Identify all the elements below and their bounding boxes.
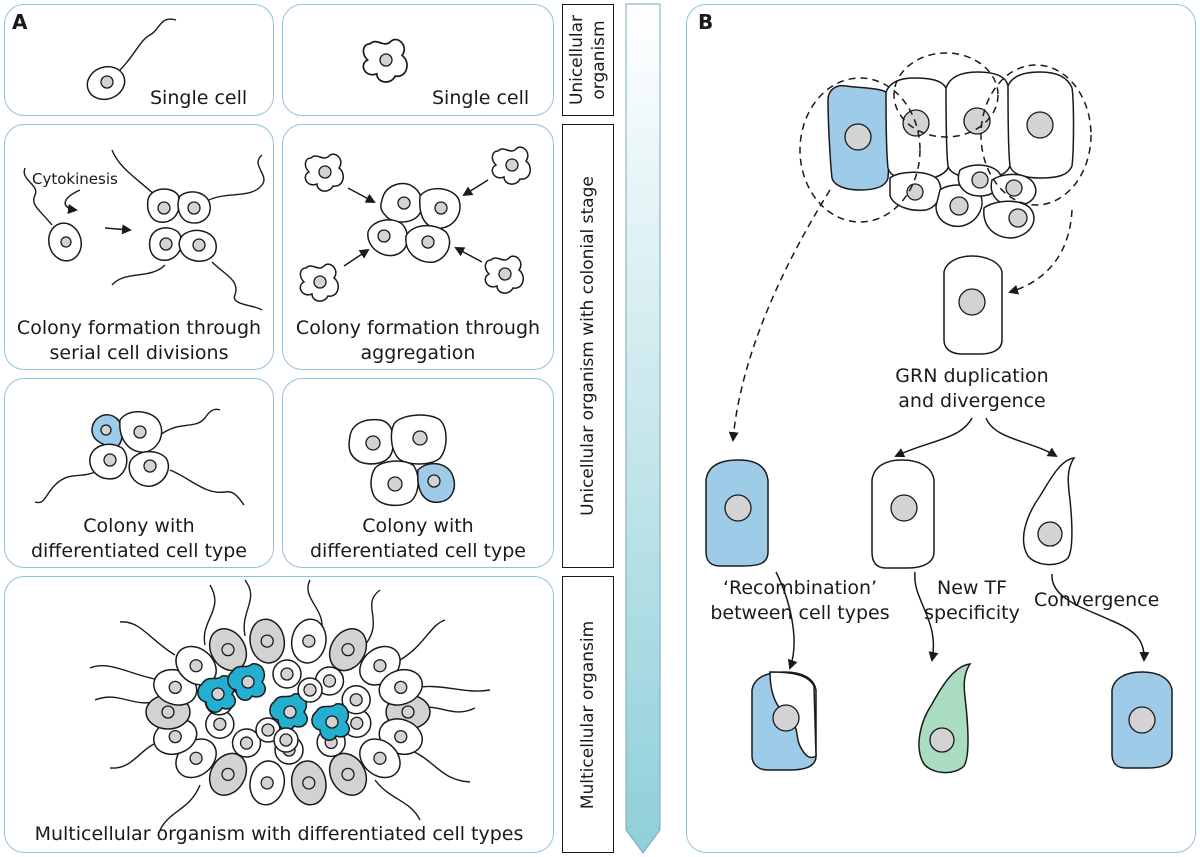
cell-nucleus xyxy=(349,693,363,707)
flagellate-cell xyxy=(86,18,177,101)
multicellular-organism-art xyxy=(89,579,491,831)
cell-nucleus xyxy=(279,733,293,747)
amoeboid-cell xyxy=(362,38,408,83)
serial-division-art xyxy=(23,149,265,311)
panel-single-cell-flagellate xyxy=(4,4,274,116)
aggregation-art xyxy=(299,146,532,302)
recombination-label: ‘Recombination’ between cell types xyxy=(710,577,890,624)
cell-nucleus xyxy=(211,687,225,701)
cell-nucleus xyxy=(168,729,182,744)
panel-b-letter: B xyxy=(698,10,714,34)
cell-nucleus xyxy=(283,705,297,719)
cell-nucleus xyxy=(325,715,339,729)
cell-nucleus xyxy=(221,642,235,657)
colony-aggregation-label: Colony formation through aggregation xyxy=(295,317,541,364)
cell-nucleus xyxy=(241,675,255,689)
cell-nucleus xyxy=(373,659,387,673)
colony-serial-label: Colony formation through serial cell div… xyxy=(16,317,262,364)
cell-nucleus xyxy=(213,717,227,731)
time-arrow xyxy=(625,3,661,854)
colony-diff-label-1: Colony with differentiated cell type xyxy=(30,515,248,562)
stage-multicellular: Multicellular organsim xyxy=(562,576,614,853)
multicellular-label: Multicellular organism with differentiat… xyxy=(34,823,524,845)
cell-nucleus xyxy=(189,659,203,673)
cell-nucleus xyxy=(302,634,316,648)
single-cell-label-2: Single cell xyxy=(432,87,530,109)
cell-nucleus xyxy=(161,705,175,719)
cell-nucleus xyxy=(322,674,337,688)
cell-nucleus xyxy=(221,767,235,782)
cell-nucleus xyxy=(341,767,355,782)
grn-duplication-label: GRN duplication and divergence xyxy=(895,365,1049,412)
cell-nucleus xyxy=(394,729,408,744)
cell-nucleus xyxy=(189,751,203,765)
cell-nucleus xyxy=(303,683,317,697)
new-tf-label: New TF specificity xyxy=(924,577,1020,624)
panel-colony-serial xyxy=(4,124,274,370)
cytokinesis-label: Cytokinesis xyxy=(32,170,118,188)
colony-diff-left-art xyxy=(34,408,245,506)
single-cell-label-1: Single cell xyxy=(150,87,248,109)
cell-nucleus xyxy=(260,634,274,648)
cell-nucleus xyxy=(168,680,182,695)
panel-a-letter: A xyxy=(12,10,28,34)
cell-nucleus xyxy=(239,736,254,750)
cell-nucleus xyxy=(401,705,415,719)
new-tf-cell xyxy=(918,663,972,774)
stage-colonial: Unicellular organism with colonial stage xyxy=(562,124,614,568)
cell-nucleus xyxy=(350,716,364,730)
convergence-label: Convergence xyxy=(1034,589,1160,611)
colony-diff-right-art xyxy=(348,414,456,507)
cell-nucleus xyxy=(260,776,274,790)
cell-nucleus xyxy=(373,751,387,765)
colony-diff-label-2: Colony with differentiated cell type xyxy=(309,515,527,562)
panel-b-art xyxy=(705,52,1173,774)
panel-single-cell-amoeboid xyxy=(282,4,554,116)
cell-nucleus xyxy=(261,723,275,737)
cell-nucleus xyxy=(394,680,408,695)
recombined-cell xyxy=(751,671,817,771)
cell-nucleus xyxy=(341,642,355,657)
cell-nucleus xyxy=(302,776,316,790)
cell-nucleus xyxy=(280,667,294,681)
